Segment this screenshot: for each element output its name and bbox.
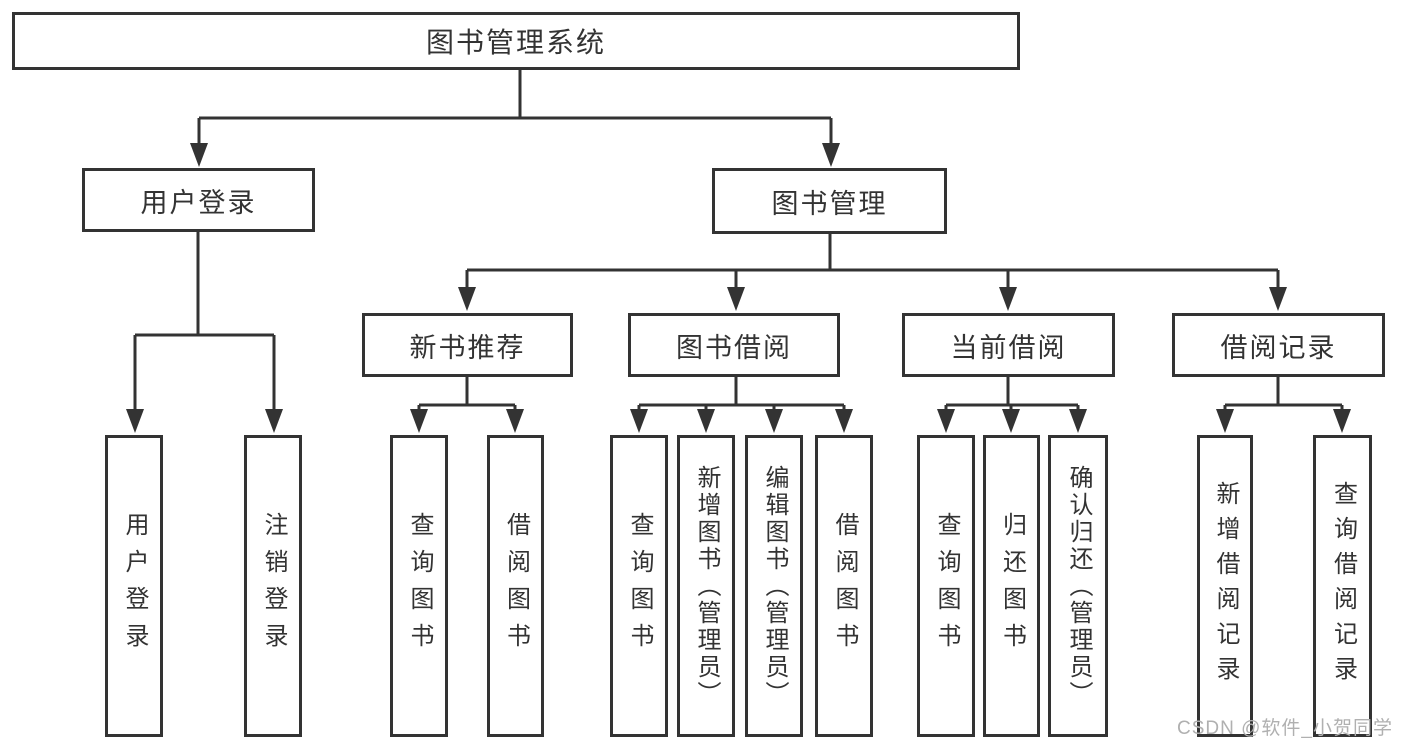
leaf-current-confirm-return-admin: 确认归还（管理员） [1048,435,1108,737]
node-new-book-recommendation: 新书推荐 [362,313,573,377]
leaf-records-add-borrow-record: 新增借阅记录 [1197,435,1253,737]
node-current-borrowing: 当前借阅 [902,313,1115,377]
leaf-newrec-query-book: 查询图书 [390,435,448,737]
leaf-current-query-book: 查询图书 [917,435,975,737]
node-user-login: 用户登录 [82,168,315,232]
leaf-borrowing-edit-book-admin: 编辑图书（管理员） [745,435,803,737]
leaf-borrowing-add-book-admin: 新增图书（管理员） [677,435,735,737]
leaf-user-login: 用户登录 [105,435,163,737]
leaf-borrowing-borrow-book: 借阅图书 [815,435,873,737]
leaf-borrowing-query-book: 查询图书 [610,435,668,737]
node-root: 图书管理系统 [12,12,1020,70]
leaf-newrec-borrow-book: 借阅图书 [487,435,544,737]
node-book-borrowing: 图书借阅 [628,313,840,377]
leaf-current-return-book: 归还图书 [983,435,1040,737]
leaf-records-query-borrow-record: 查询借阅记录 [1313,435,1372,737]
csdn-watermark: CSDN @软件_小贺同学 [1177,718,1393,739]
node-borrowing-records: 借阅记录 [1172,313,1385,377]
leaf-logout: 注销登录 [244,435,302,737]
node-book-management: 图书管理 [712,168,947,234]
